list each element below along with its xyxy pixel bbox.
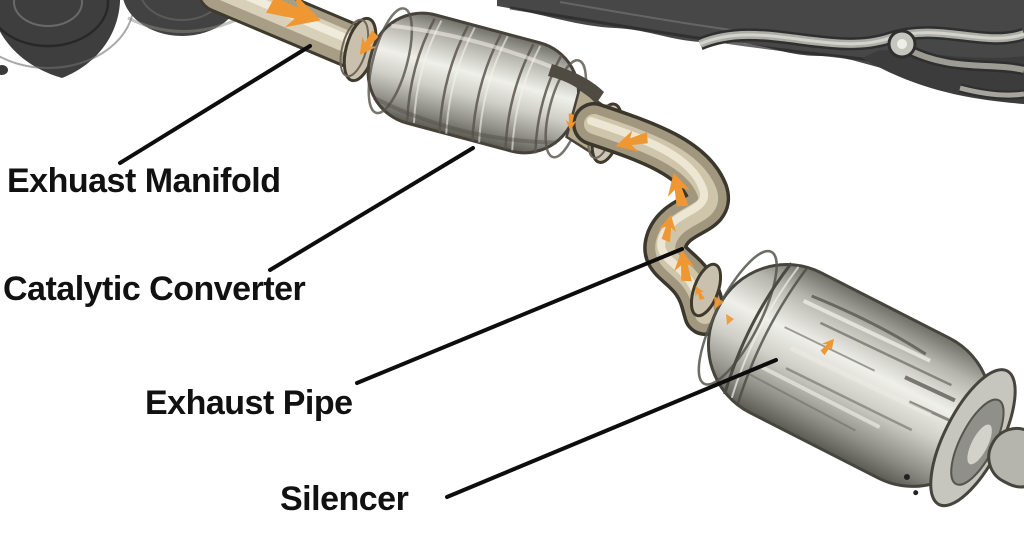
silencer-inlet-clamp [689, 262, 723, 318]
label-silencer: Silencer [280, 480, 409, 518]
hanger-bracket-sketch [548, 64, 604, 104]
leader-line-silencer [445, 358, 778, 499]
leader-lines [118, 44, 778, 499]
leader-line-exhaust-pipe [355, 247, 684, 385]
catalytic-converter-assembly [196, 0, 624, 164]
tailpipe [987, 426, 1024, 489]
leader-line-exhaust-manifold [118, 44, 312, 165]
leader-line-catalytic-converter [268, 146, 475, 272]
flow-arrows [263, 0, 839, 358]
chassis-underside-sketch [497, 0, 1024, 104]
label-exhaust-pipe: Exhaust Pipe [145, 384, 353, 422]
suspension-arm-sketch [697, 26, 1024, 100]
flow-speck [714, 296, 724, 309]
silencer-illustration [697, 249, 1024, 508]
flow-speck [726, 314, 734, 325]
label-catalytic-converter: Catalytic Converter [3, 270, 306, 308]
exhaust-s-pipe [572, 102, 730, 336]
label-exhaust-manifold: Exhuast Manifold [7, 162, 281, 200]
catalytic-converter-body [366, 7, 588, 159]
